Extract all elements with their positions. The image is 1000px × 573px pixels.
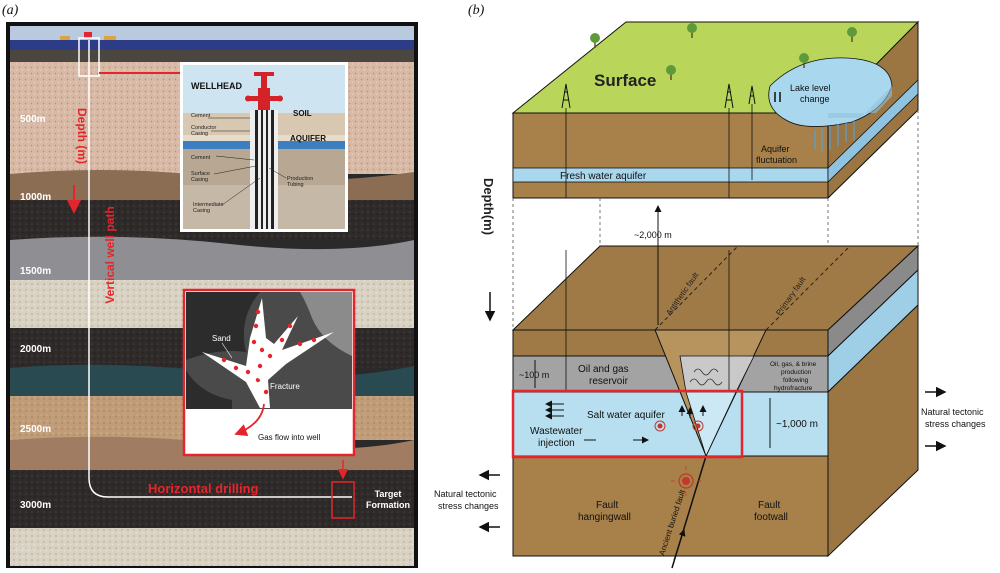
cement-label-1: Cement [191, 113, 211, 119]
well-path [88, 40, 352, 498]
upper-block: Surface Lake level change Aquifer fluctu… [511, 20, 920, 200]
fresh-water-aquifer-label: Fresh water aquifer [560, 171, 647, 182]
primary-fault-line [765, 245, 851, 331]
salt-water-aquifer-label: Salt water aquifer [587, 410, 665, 421]
tectonic-left-label-1: Natural tectonic [434, 489, 497, 499]
oil-gas-label-2: reservoir [589, 376, 629, 387]
gas-flow-label: Gas flow into well [258, 433, 320, 442]
vertical-well-path-label: Vertical well path [103, 206, 117, 303]
fracture-label: Fracture [270, 382, 300, 391]
panel-a: (a) 500m 1000m 1500m 2000m 2500m 3000m [2, 3, 418, 568]
surface-casing-label-2: Casing [191, 177, 208, 183]
conductor-label-2: Casing [191, 131, 208, 137]
target-box [331, 481, 355, 519]
seepage-arrows-icon [814, 120, 855, 152]
depth-tick-500: 500m [20, 114, 46, 125]
injection-zone-highlight [511, 389, 744, 459]
intermediate-casing-label-2: Casing [193, 208, 210, 214]
production-label-3: following [783, 377, 809, 384]
drill-rig-icon [60, 32, 116, 40]
aquifer-label: AQUIFER [290, 134, 326, 143]
depth-tick-1000: 1000m [20, 192, 51, 203]
fracture-shape [202, 298, 334, 408]
lake-level-label-2: change [800, 94, 830, 104]
aquifer-fluctuation-label-2: fluctuation [756, 155, 797, 165]
production-label-1: Oil, gas, & brine [770, 361, 817, 368]
lake-level-arrows-icon [774, 92, 781, 102]
footwall-label-1: Fault [758, 500, 780, 511]
cement-label-2: Cement [191, 155, 211, 161]
fracture-inset: Sand Fracture Gas flow into well [182, 288, 356, 457]
antithetic-fault-line [654, 245, 739, 331]
tectonic-left-label-2: stress changes [438, 501, 499, 511]
panel-b: (b) [434, 3, 986, 569]
depth-1000-label: ~1,000 m [776, 419, 818, 430]
target-formation-label-1: Target [375, 489, 402, 499]
target-formation-label-2: Formation [366, 500, 410, 510]
wellhead-label: WELLHEAD [191, 81, 242, 91]
intermediate-casing-label-1: Intermediate [193, 202, 224, 208]
horizontal-drilling-label: Horizontal drilling [148, 481, 259, 496]
oil-gas-label-1: Oil and gas [578, 364, 629, 375]
wastewater-label-1: Wastewater [530, 426, 583, 437]
depth-axis-title: Depth (m) [75, 108, 89, 164]
surface-label: Surface [594, 71, 656, 90]
depth-tick-1500: 1500m [20, 266, 51, 277]
panel-b-label: (b) [468, 3, 485, 18]
flow-arrows [545, 400, 707, 444]
gas-flow-arrow [234, 403, 265, 436]
conductor-label-1: Conductor [191, 125, 217, 131]
seismic-event-icons [654, 420, 704, 496]
hangingwall-label-1: Fault [596, 500, 618, 511]
production-label-4: hydrofracture [774, 385, 813, 392]
lake-level-label-1: Lake level [790, 83, 831, 93]
surface-casing-label-1: Surface [191, 171, 210, 177]
wastewater-label-2: injection [538, 438, 575, 449]
tectonic-right-label-1: Natural tectonic [921, 407, 984, 417]
production-tubing-label-2: Tubing [287, 182, 304, 188]
depth-100-label: ~100 m [519, 370, 549, 380]
depth-axis-title-b: Depth(m) [481, 178, 496, 235]
derrick-icons [561, 83, 756, 109]
sand-label: Sand [212, 334, 231, 343]
depth-2000-label: ~2,000 m [634, 230, 672, 240]
production-label-2: production [781, 369, 812, 376]
depth-tick-3000: 3000m [20, 500, 51, 511]
production-tubing-label-1: Production [287, 176, 313, 182]
wellhead-inset: WELLHEAD Cement Conductor Casing SOIL AQ… [180, 62, 348, 232]
depth-tick-2500: 2500m [20, 424, 51, 435]
soil-label: SOIL [293, 109, 312, 118]
hangingwall-label-2: hangingwall [578, 512, 631, 523]
aquifer-fluctuation-label-1: Aquifer [761, 144, 790, 154]
panel-a-label: (a) [2, 3, 19, 18]
tectonic-right-label-2: stress changes [925, 419, 986, 429]
tree-icons [590, 23, 857, 80]
depth-tick-2000: 2000m [20, 344, 51, 355]
lower-block [511, 244, 920, 569]
figure-code: V060214 [14, 547, 34, 553]
footwall-label-2: footwall [754, 512, 788, 523]
